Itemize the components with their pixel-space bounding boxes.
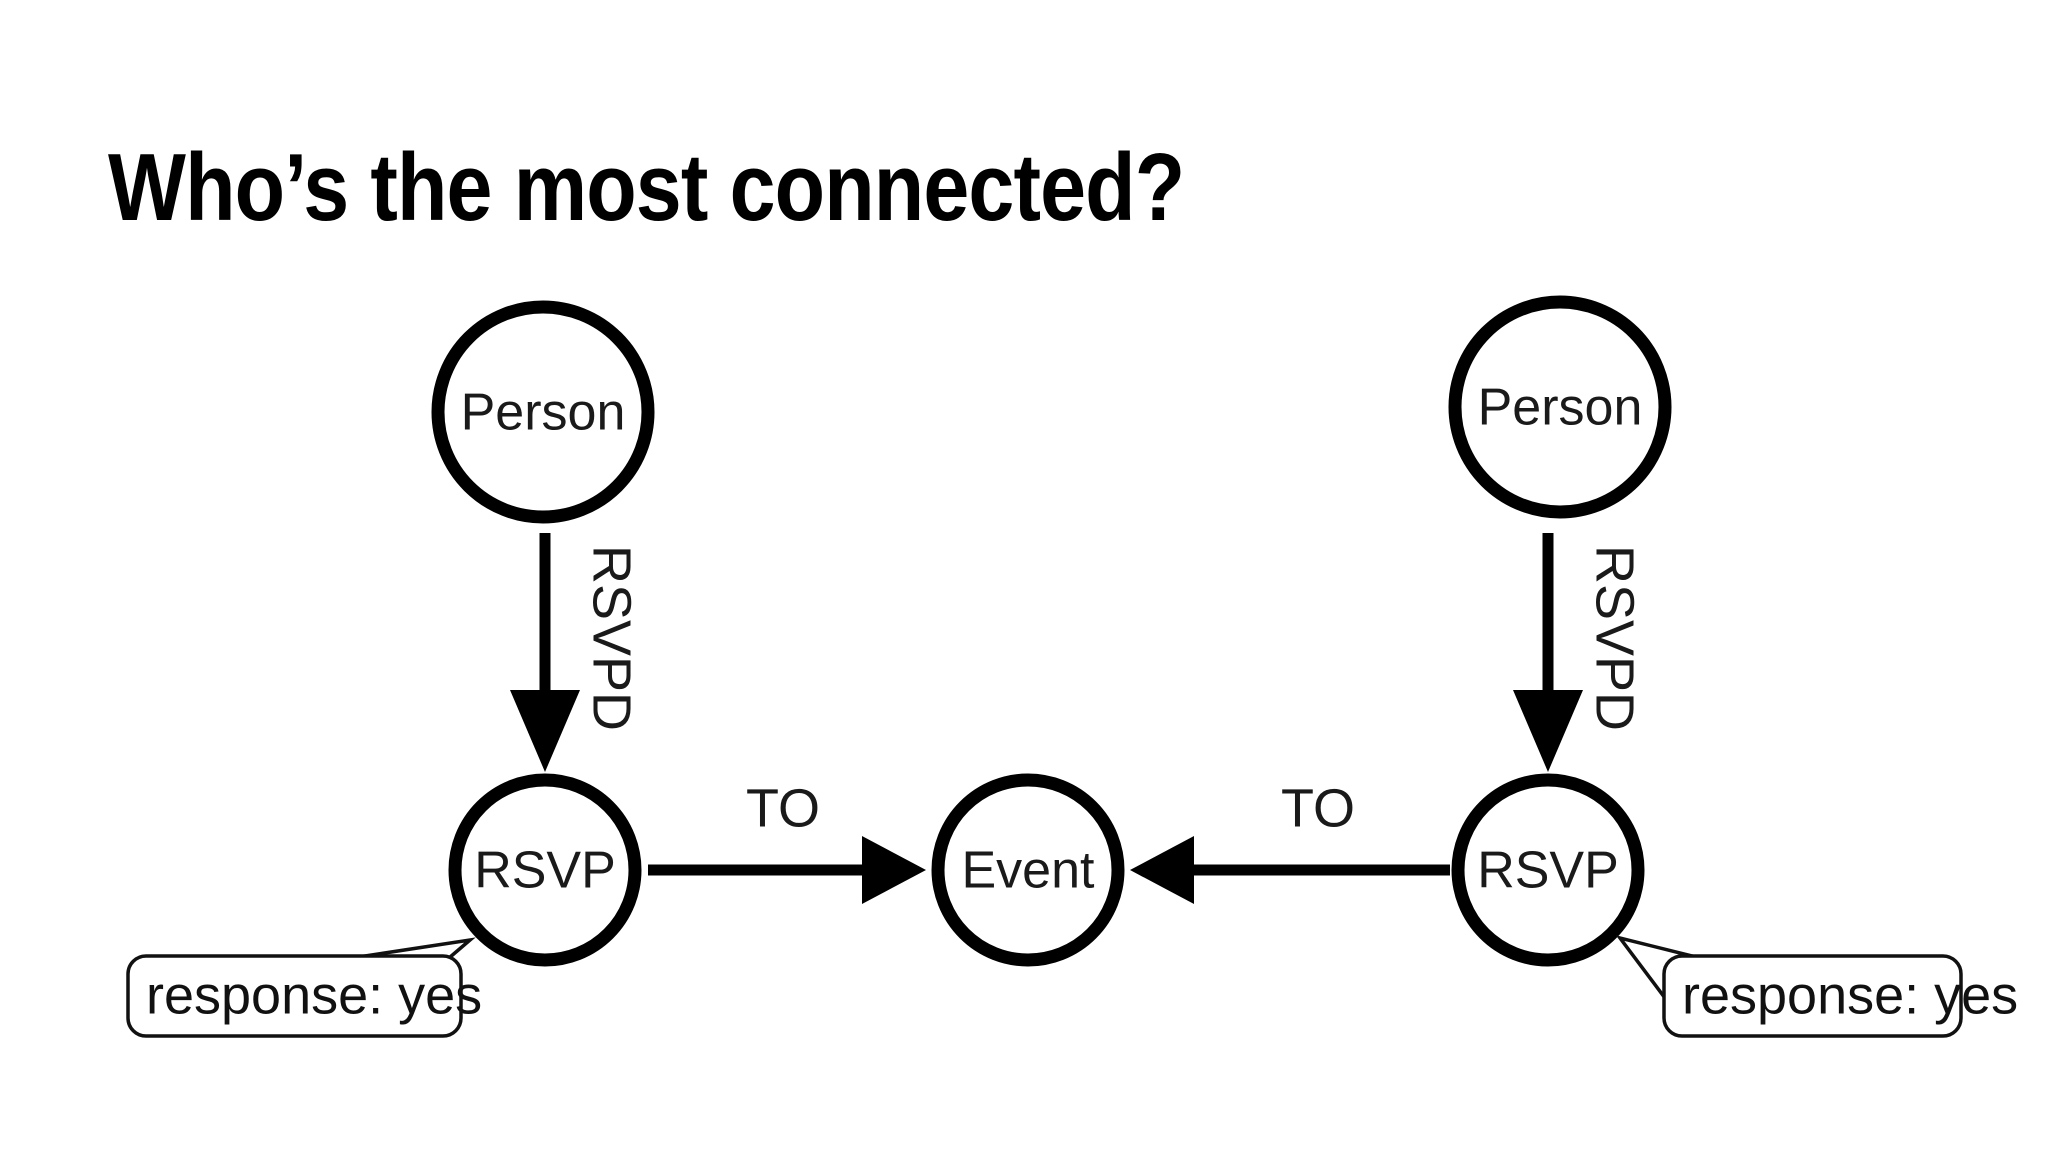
edge-to-right-arrowhead (1130, 836, 1194, 904)
edge-rsvpd-left-label: RSVPD (582, 545, 642, 731)
edge-to-left-arrowhead (862, 836, 926, 904)
edge-rsvpd-left[interactable]: RSVPD (510, 533, 642, 772)
node-person-left-label: Person (461, 384, 626, 442)
node-rsvp-right[interactable]: RSVP (1451, 773, 1645, 967)
edge-rsvpd-right-label: RSVPD (1585, 545, 1645, 731)
callout-response-left-box (126, 954, 463, 1038)
node-rsvp-left-label: RSVP (474, 842, 616, 900)
edge-rsvpd-right-arrowhead (1513, 690, 1583, 772)
node-person-left[interactable]: Person (431, 300, 655, 524)
callout-response-left[interactable]: response: yes (126, 937, 482, 1038)
callout-response-right-text: response: yes (1682, 965, 2018, 1025)
edge-to-left-label: TO (746, 778, 820, 838)
edge-rsvpd-left-arrowhead (510, 690, 580, 772)
callout-response-left-text: response: yes (146, 965, 482, 1025)
edge-to-right-label: TO (1281, 778, 1355, 838)
node-event[interactable]: Event (931, 773, 1125, 967)
callout-response-right-box (1662, 954, 1963, 1038)
node-rsvp-left[interactable]: RSVP (448, 773, 642, 967)
node-rsvp-right-label: RSVP (1477, 842, 1619, 900)
node-person-right-label: Person (1478, 379, 1643, 437)
node-rsvp-right-circle (1451, 773, 1645, 967)
page-title: Who’s the most connected? (108, 134, 1185, 242)
node-rsvp-left-circle (448, 773, 642, 967)
node-person-right[interactable]: Person (1448, 295, 1672, 519)
edge-to-left[interactable]: TO (648, 778, 926, 904)
node-person-right-circle (1448, 295, 1672, 519)
node-event-circle (931, 773, 1125, 967)
edge-to-right[interactable]: TO (1130, 778, 1450, 904)
node-person-left-circle (431, 300, 655, 524)
callout-response-right[interactable]: response: yes (1615, 935, 2018, 1038)
edge-rsvpd-right[interactable]: RSVPD (1513, 533, 1645, 772)
node-event-label: Event (962, 842, 1096, 900)
